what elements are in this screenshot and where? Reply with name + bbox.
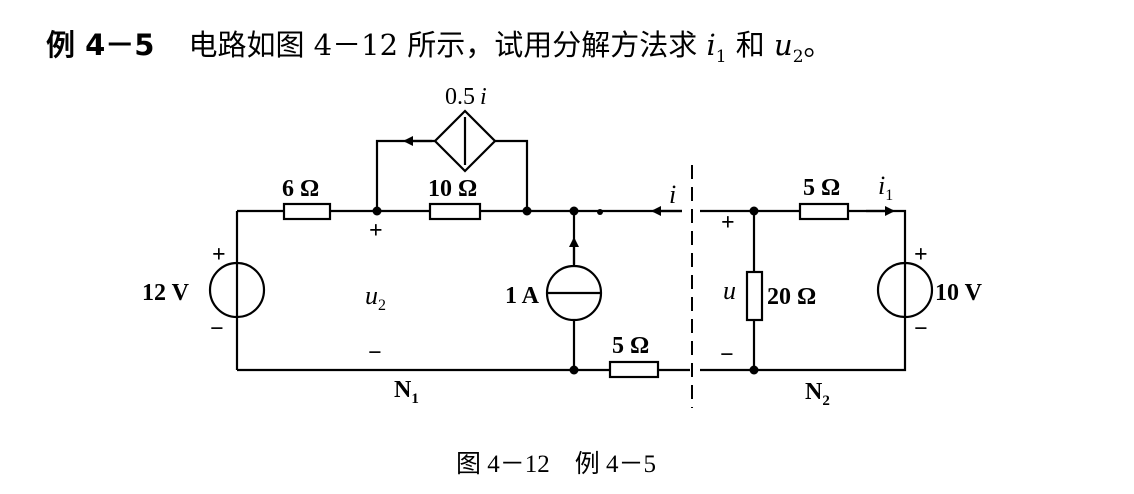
problem-stem: 电路如图 4－12 所示，试用分解方法求: [188, 28, 707, 62]
dependent-current-source: [433, 109, 497, 173]
minus-10v: −: [914, 316, 928, 342]
problem-end: 。: [803, 28, 833, 62]
resistor-5-ohm-top: [798, 202, 850, 221]
label-current-i: i: [669, 180, 676, 209]
resistor-20-ohm: [745, 270, 764, 322]
label-u2: u2: [365, 281, 386, 314]
plus-u2: +: [369, 218, 383, 244]
voltage-source-10v: [876, 261, 934, 319]
var-i1-sub: 1: [715, 46, 727, 67]
label-n2: N2: [805, 379, 830, 409]
resistor-6-ohm: [282, 202, 332, 221]
label-10v: 10 V: [935, 280, 983, 306]
plus-u: +: [721, 210, 735, 236]
label-12v: 12 V: [142, 280, 190, 306]
problem-number: 例 4－5: [46, 28, 155, 62]
label-1a: 1 A: [505, 283, 540, 309]
problem-statement: 例 4－5 电路如图 4－12 所示，试用分解方法求 i1 和 u2。: [46, 22, 833, 67]
label-n1: N1: [394, 377, 419, 407]
var-i1: i: [706, 28, 716, 62]
plus-12v: +: [212, 242, 226, 268]
resistor-5-ohm-bottom: [608, 360, 660, 379]
label-r5-top: 5 Ω: [803, 175, 840, 201]
label-current-i1: i1: [878, 171, 893, 204]
label-r5-bottom: 5 Ω: [612, 333, 649, 359]
label-r10: 10 Ω: [428, 176, 477, 202]
minus-u: −: [720, 342, 734, 368]
minus-12v: −: [210, 316, 224, 342]
current-source-1a: [545, 264, 603, 322]
minus-u2: −: [368, 340, 382, 366]
var-u2: u: [774, 28, 793, 62]
voltage-source-12v: [208, 261, 266, 319]
plus-10v: +: [914, 242, 928, 268]
junction-dots: [372, 206, 759, 375]
label-r6: 6 Ω: [282, 176, 319, 202]
var-u2-sub: 2: [792, 46, 804, 67]
problem-connector: 和: [726, 28, 775, 62]
label-r20: 20 Ω: [767, 284, 816, 310]
label-u: u: [723, 276, 736, 305]
resistor-10-ohm: [428, 202, 482, 221]
figure-caption: 图 4－12 例 4－5: [456, 450, 656, 478]
